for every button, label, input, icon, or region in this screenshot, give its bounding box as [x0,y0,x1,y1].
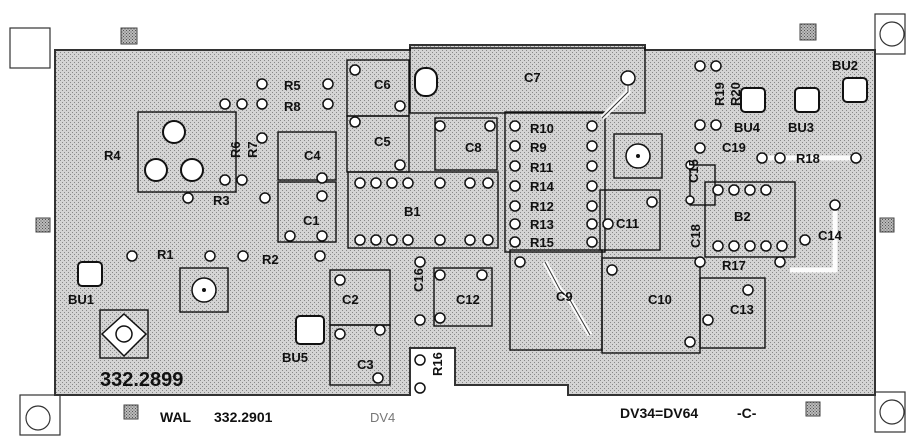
c1-body [277,181,337,243]
c9-outline [509,249,603,351]
label-c6: C6 [374,77,391,92]
bu4-pad [740,87,766,113]
label-c15: C15 [686,159,701,183]
label-c11: C11 [616,216,639,231]
mounting-holes [179,133,663,313]
c7-pad [414,67,438,97]
c12-body [433,267,493,327]
label-r1: R1 [157,247,174,262]
label-bu5: BU5 [282,350,308,365]
label-r2: R2 [262,252,279,267]
label-c7: C7 [524,70,541,85]
label-c10: C10 [648,292,672,307]
label-bu4: BU4 [734,120,761,135]
label-c12: C12 [456,292,480,307]
label-c18: C18 [688,224,703,248]
label-r9: R9 [530,140,547,155]
label-r17: R17 [722,258,746,273]
c7-body [409,47,646,114]
label-c13: C13 [730,302,754,317]
r4-body [137,111,237,193]
r4-pads [144,120,204,182]
c8-body [434,117,498,171]
label-r12: R12 [530,199,554,214]
label-r18: R18 [796,151,820,166]
label-c14: C14 [818,228,843,243]
label-r19: R19 [712,82,727,106]
footer-dv4: DV4 [370,410,395,425]
label-c3: C3 [357,357,374,372]
fiducials [9,13,906,436]
label-r10: R10 [530,121,554,136]
label-c1: C1 [303,213,320,228]
manufacturer-logo [99,309,149,359]
label-b2: B2 [734,209,751,224]
bu5-pad [295,315,325,345]
label-c8: C8 [465,140,482,155]
edge-markers [35,23,895,420]
footer-dv-range: DV34=DV64 [620,405,698,421]
label-bu3: BU3 [788,120,814,135]
label-r15: R15 [530,235,554,250]
c15-body [689,164,716,206]
bu2-pad [842,77,868,103]
label-c2: C2 [342,292,359,307]
bu3-pad [794,87,820,113]
b2-body [704,181,796,258]
c11-body [599,189,661,251]
c3-body [329,324,391,386]
label-c19: C19 [722,140,746,155]
label-r6: R6 [228,141,243,158]
footer-revision: -C- [737,405,757,421]
label-c4: C4 [304,148,321,163]
b1-body [347,171,499,249]
label-r8: R8 [284,99,301,114]
footer-number: 332.2901 [214,409,273,425]
label-r5: R5 [284,78,301,93]
footer: WAL 332.2901 DV4 DV34=DV64 -C- [160,405,757,425]
c13-body [699,277,766,349]
label-r11: R11 [530,160,553,175]
label-c16: C16 [411,268,426,292]
label-r13: R13 [530,217,554,232]
component-labels: R5 R8 R4 R6 R7 C4 R3 C1 R1 R2 BU1 C6 C5 … [68,58,858,376]
c4-body [277,131,337,181]
board-outline [54,44,876,396]
label-c9: C9 [556,289,573,304]
label-r14: R14 [530,179,555,194]
connector-pads [77,67,868,345]
label-r4: R4 [104,148,121,163]
pads [126,60,862,394]
label-r20: R20 [728,82,743,106]
label-r16: R16 [430,352,445,376]
r-array-outline [504,111,606,253]
component-outlines [137,47,796,386]
label-bu2: BU2 [832,58,858,73]
label-r7: R7 [245,141,260,158]
label-b1: B1 [404,204,421,219]
bu1-pad [77,261,103,287]
label-r3: R3 [213,193,230,208]
board-part-number: 332.2899 [100,369,183,391]
label-bu1: BU1 [68,292,94,307]
label-c5: C5 [374,134,391,149]
footer-wal: WAL [160,409,192,425]
